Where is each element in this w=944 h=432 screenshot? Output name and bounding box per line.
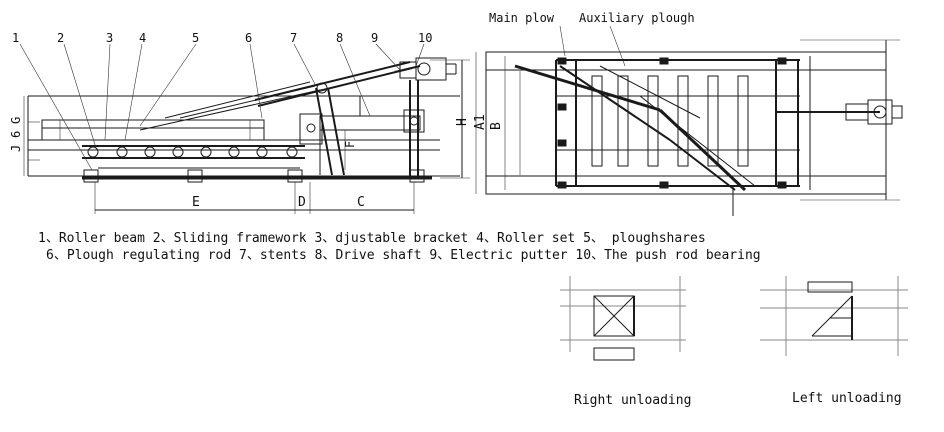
right-unloading-diagram: Right unloading <box>560 276 691 408</box>
dimension-A1: A1 <box>473 114 488 130</box>
part-number-7: 7 <box>290 31 297 45</box>
auxiliary-plough-label: Auxiliary plough <box>579 11 695 25</box>
left-unloading-diagram: Left unloading <box>760 276 908 406</box>
legend-line-1: 1、Roller beam 2、Sliding framework 3、djus… <box>38 231 706 246</box>
part-number-1: 1 <box>12 31 19 45</box>
part-number-6: 6 <box>245 31 252 45</box>
dimension-B: B <box>489 122 504 130</box>
dimension-6: 6 <box>9 131 23 138</box>
part-number-9: 9 <box>371 31 378 45</box>
right-unloading-label: Right unloading <box>574 393 691 408</box>
stents <box>299 82 345 176</box>
dimension-J: J <box>9 145 23 152</box>
leader-lines <box>19 43 425 171</box>
side-view: 1 2 3 4 5 6 7 8 9 10 E D C F H G 6 J <box>9 31 470 214</box>
dimension-G: G <box>9 117 23 124</box>
left-unloading-label: Left unloading <box>792 391 902 406</box>
dimension-C: C <box>357 195 365 210</box>
electric-putter <box>394 57 457 81</box>
part-number-10: 10 <box>418 31 432 45</box>
dimension-E: E <box>192 195 200 210</box>
main-plow-label: Main plow <box>489 11 555 25</box>
part-number-4: 4 <box>139 31 146 45</box>
part-number-8: 8 <box>336 31 343 45</box>
dimension-H: H <box>455 118 470 126</box>
dimension-F: F <box>343 141 357 148</box>
dimension-D: D <box>298 195 306 210</box>
part-number-2: 2 <box>57 31 64 45</box>
top-view: Main plow Auxiliary plough <box>473 11 903 216</box>
roller-set <box>82 145 305 159</box>
part-number-3: 3 <box>106 31 113 45</box>
part-number-5: 5 <box>192 31 199 45</box>
legend-line-2: 6、Plough regulating rod 7、stents 8、Drive… <box>46 248 761 263</box>
